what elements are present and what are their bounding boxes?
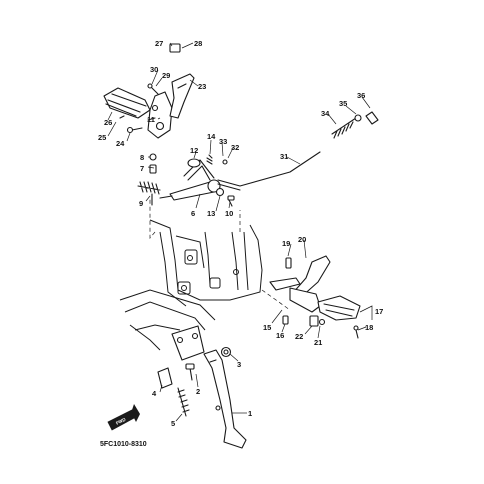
callout-30: 30	[150, 65, 158, 74]
callout-27: 27	[155, 39, 163, 48]
callout-2: 2	[196, 387, 200, 396]
fwd-arrow-icon: FWD	[107, 404, 140, 431]
diagram-code: 5FC1010-8310	[100, 441, 147, 448]
callout-labels: 1 2 3 4 5 6 7 8 9 10 11 12 13 14 15 16 1…	[98, 39, 383, 448]
callout-32: 32	[231, 143, 239, 152]
callout-4: 4	[152, 389, 157, 398]
callout-15: 15	[263, 323, 271, 332]
callout-35: 35	[339, 99, 347, 108]
leader-lines	[107, 42, 373, 422]
callout-36: 36	[357, 91, 365, 100]
brake-pedal-assembly	[159, 111, 379, 207]
callout-10: 10	[225, 209, 233, 218]
right-footrest-assembly	[269, 255, 361, 339]
callout-21: 21	[314, 338, 322, 347]
callout-31: 31	[280, 152, 288, 161]
callout-24: 24	[116, 139, 125, 148]
callout-5: 5	[171, 419, 175, 428]
callout-1: 1	[248, 409, 252, 418]
callout-19: 19	[282, 239, 290, 248]
left-footrest-assembly	[103, 43, 195, 206]
callout-20: 20	[298, 235, 306, 244]
fwd-label: FWD	[115, 416, 127, 425]
callout-12: 12	[190, 146, 198, 155]
callout-14: 14	[207, 132, 216, 141]
callout-9: 9	[139, 199, 143, 208]
callout-8: 8	[140, 153, 144, 162]
frame-section	[119, 198, 291, 351]
callout-25: 25	[98, 133, 106, 142]
callout-3: 3	[237, 360, 241, 369]
callout-28: 28	[194, 39, 202, 48]
sidestand-assembly	[157, 325, 247, 449]
callout-29: 29	[162, 71, 170, 80]
callout-34: 34	[321, 109, 330, 118]
callout-26: 26	[104, 118, 112, 127]
callout-6: 6	[191, 209, 195, 218]
callout-22: 22	[295, 332, 303, 341]
callout-16: 16	[276, 331, 284, 340]
callout-11: 11	[147, 115, 155, 124]
callout-33: 33	[219, 137, 227, 146]
callout-17: 17	[375, 307, 383, 316]
callout-18: 18	[365, 323, 373, 332]
callout-7: 7	[140, 164, 144, 173]
callout-23: 23	[198, 82, 206, 91]
callout-13: 13	[207, 209, 215, 218]
